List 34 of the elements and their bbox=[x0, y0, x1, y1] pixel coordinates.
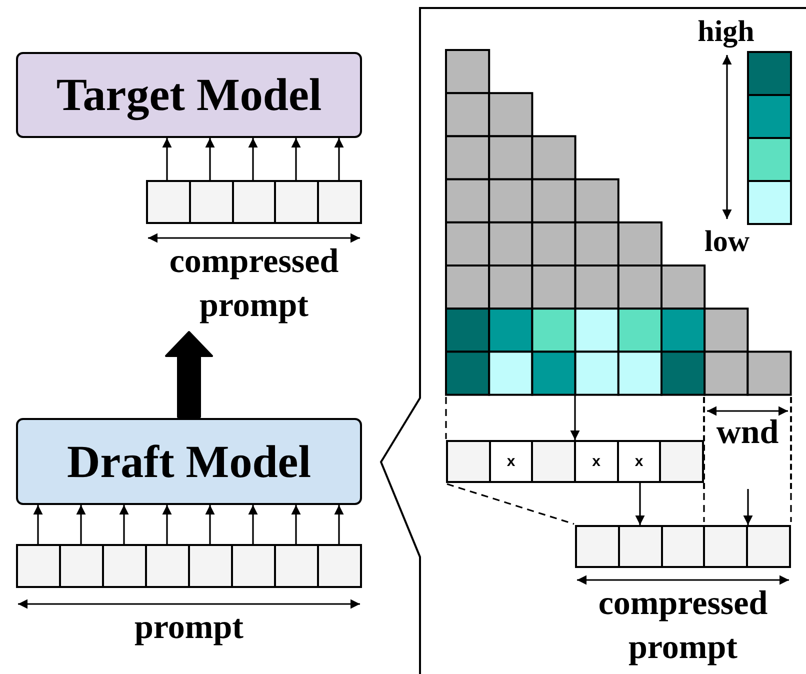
arrow bbox=[119, 505, 129, 544]
arrow bbox=[743, 489, 753, 525]
mask-mark: x bbox=[634, 454, 644, 469]
caption-text: compressed prompt bbox=[168, 242, 340, 326]
arrow bbox=[635, 483, 645, 525]
token-row bbox=[16, 544, 362, 588]
token-row bbox=[146, 180, 362, 224]
arrow bbox=[33, 505, 43, 544]
arrow bbox=[334, 505, 344, 544]
arrow bbox=[248, 505, 258, 544]
arrow bbox=[162, 138, 172, 180]
window-bracket bbox=[703, 397, 792, 489]
mask-mark: x bbox=[592, 454, 601, 469]
window-label: wnd bbox=[715, 414, 780, 452]
mask-mark: x bbox=[506, 454, 516, 469]
token-row bbox=[575, 525, 791, 568]
arrow bbox=[291, 505, 301, 544]
label-text: high bbox=[696, 14, 756, 50]
arrow bbox=[162, 505, 172, 544]
token-row bbox=[446, 440, 704, 483]
arrow bbox=[291, 138, 301, 180]
arrow bbox=[205, 138, 215, 180]
attention-matrix bbox=[445, 49, 792, 396]
arrow bbox=[248, 138, 258, 180]
caption-text: compressed prompt bbox=[597, 584, 769, 668]
block-arrow bbox=[165, 331, 213, 418]
arrow bbox=[570, 395, 580, 440]
arrow bbox=[205, 505, 215, 544]
arrow bbox=[334, 138, 344, 180]
caption-text: prompt bbox=[134, 608, 244, 648]
model-box: Target Model bbox=[16, 52, 362, 138]
label-text: low bbox=[704, 224, 750, 260]
arrow bbox=[76, 505, 86, 544]
model-box: Draft Model bbox=[16, 418, 362, 505]
